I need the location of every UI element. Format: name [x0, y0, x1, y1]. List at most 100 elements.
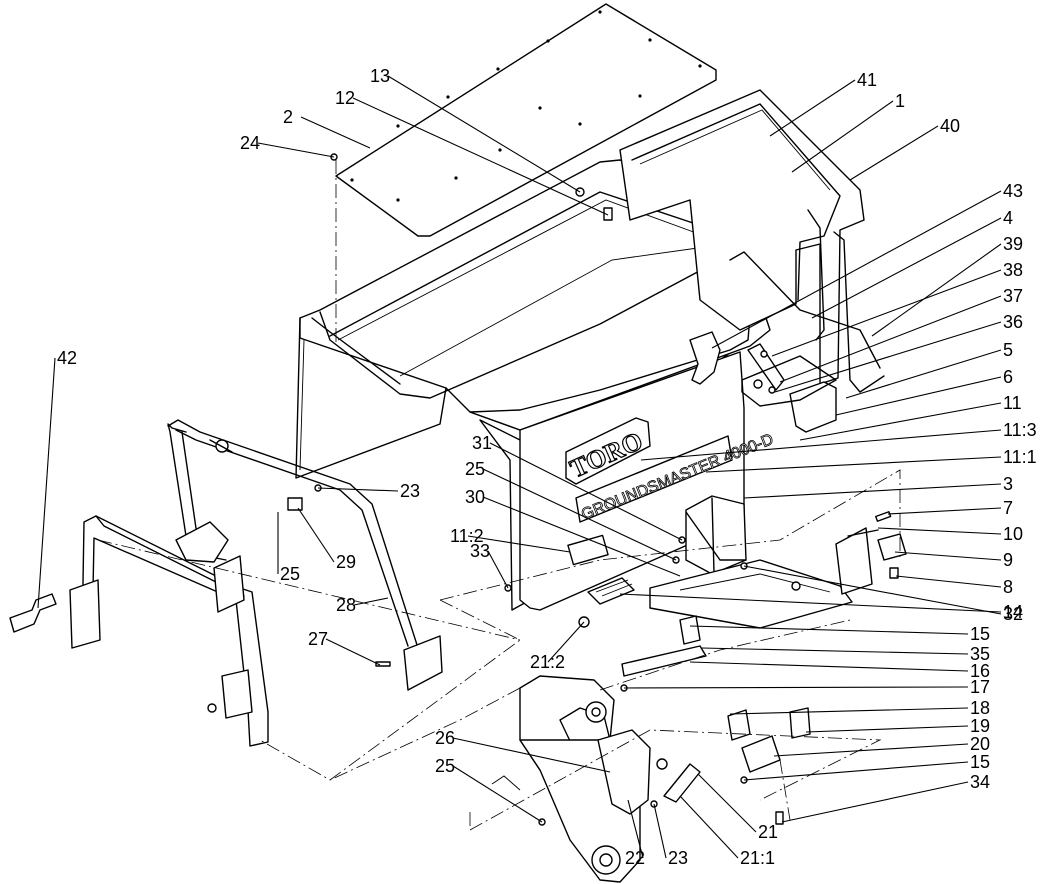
callout-label: 5: [1003, 340, 1013, 360]
callout-label: 2: [283, 107, 293, 127]
rear-hood-frame: [619, 89, 885, 393]
callout-leader: [297, 507, 335, 563]
callout-leader: [743, 761, 969, 781]
callout-leader: [452, 737, 611, 773]
callout-leader: [779, 295, 1002, 383]
callout-leader: [871, 243, 1002, 337]
callout-leader: [679, 795, 739, 859]
callout-leader: [623, 686, 969, 689]
callout-label: 25: [435, 756, 455, 776]
callout-label: 27: [308, 629, 328, 649]
callout-label: 32: [1003, 604, 1023, 624]
callout-leader: [711, 190, 1002, 349]
callout-label: 21: [758, 822, 778, 842]
grab-rail: [167, 419, 443, 691]
callout-leader: [627, 799, 644, 859]
callout-label: 31: [472, 433, 492, 453]
callout-label: 8: [1003, 577, 1013, 597]
callout-group: 13122244114043439383736561111:311:137109…: [37, 66, 1037, 868]
callout-label: 3: [1003, 474, 1013, 494]
callout-label: 12: [335, 88, 355, 108]
callout-leader: [467, 535, 571, 553]
callout-label: 13: [370, 66, 390, 86]
callout-label: 37: [1003, 286, 1023, 306]
callout-leader: [640, 429, 1002, 461]
latch-assembly: [741, 350, 837, 433]
support-frame: [9, 515, 269, 747]
callout-label: 10: [1003, 524, 1023, 544]
callout-leader: [774, 321, 1002, 393]
callout-leader: [771, 269, 1002, 357]
callout-leader: [729, 707, 969, 715]
callout-leader: [835, 376, 1002, 416]
callout-label: 1: [895, 91, 905, 111]
callout-leader: [547, 621, 585, 663]
callout-leader: [619, 593, 1002, 613]
callout-leader: [689, 625, 969, 635]
callout-leader: [387, 75, 581, 193]
callout-leader: [895, 575, 1002, 588]
callout-label: 11:3: [1003, 420, 1037, 440]
callout-leader: [791, 100, 894, 173]
pivot-assembly: [491, 675, 701, 883]
callout-leader: [849, 125, 939, 181]
callout-leader: [352, 97, 609, 216]
callout-leader: [769, 79, 856, 137]
callout-label: 21:1: [740, 848, 775, 868]
callout-leader: [705, 456, 1002, 473]
callout-leader: [482, 496, 681, 577]
callout-label: 19: [970, 716, 990, 736]
callout-leader: [653, 803, 667, 859]
callout-leader: [743, 483, 1002, 499]
callout-leader: [781, 781, 969, 823]
callout-leader: [325, 638, 381, 666]
callout-label: 18: [970, 698, 990, 718]
callout-leader: [811, 217, 1002, 319]
callout-leader: [805, 725, 969, 733]
callout-leader: [300, 116, 371, 149]
callout-label: 34: [970, 772, 990, 792]
callout-label: 16: [970, 661, 990, 681]
callout-label: 23: [668, 848, 688, 868]
callout-label: 36: [1003, 312, 1023, 332]
callout-label: 28: [336, 595, 356, 615]
callout-leader: [353, 597, 389, 606]
callout-label: 14: [1003, 602, 1023, 622]
callout-label: 25: [465, 459, 485, 479]
callout-leader: [799, 402, 1002, 441]
callout-label: 43: [1003, 181, 1023, 201]
callout-label: 21:2: [530, 652, 565, 672]
callout-leader: [482, 468, 677, 561]
latch-parts: [587, 577, 811, 825]
callout-label: 41: [857, 70, 877, 90]
callout-leader: [887, 507, 1002, 515]
callout-label: 17: [970, 677, 990, 697]
callout-label: 39: [1003, 234, 1023, 254]
callout-leader: [845, 349, 1002, 399]
callout-label: 9: [1003, 550, 1013, 570]
callout-leader: [877, 527, 1002, 535]
callout-leader: [487, 550, 509, 589]
callout-label: 6: [1003, 367, 1013, 387]
callout-leader: [489, 442, 683, 541]
callout-label: 7: [1003, 498, 1013, 518]
callout-leader: [257, 142, 335, 158]
callout-label: 15: [970, 752, 990, 772]
callout-label: 35: [970, 644, 990, 664]
callout-label: 11:1: [1003, 447, 1037, 467]
callout-leader: [697, 773, 757, 833]
callout-label: 15: [970, 624, 990, 644]
callout-leader: [773, 743, 969, 757]
callout-leader: [743, 565, 1002, 615]
callout-label: 25: [280, 564, 300, 584]
callout-leader: [452, 765, 543, 823]
callout-label: 26: [435, 728, 455, 748]
callout-leader: [37, 357, 56, 609]
callout-leader: [894, 551, 1002, 561]
top-cover-plate: [335, 3, 717, 237]
callout-label: 11:2: [450, 526, 484, 546]
callout-label: 24: [240, 133, 260, 153]
callout-leader: [689, 661, 969, 672]
callout-label: 29: [336, 552, 356, 572]
